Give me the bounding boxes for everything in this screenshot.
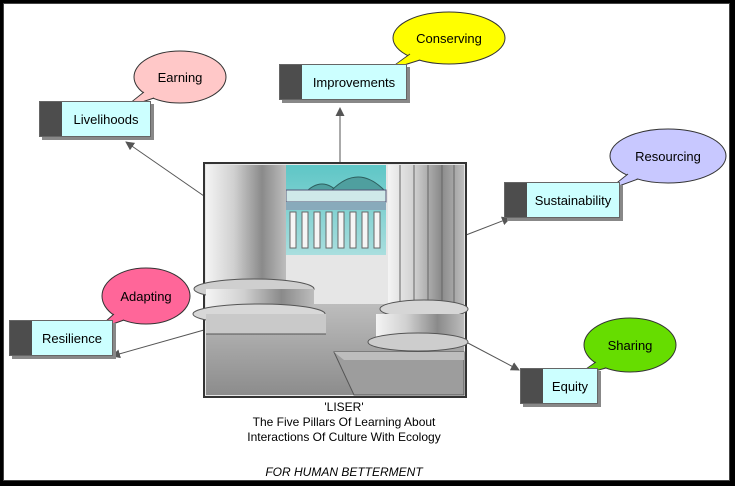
node-label: Improvements (312, 74, 396, 90)
bubble-conserving: Conserving (387, 11, 506, 71)
diagram-canvas: Earning Conserving Resourcing Adapting S… (3, 3, 730, 481)
arrow-to-resilience (111, 329, 205, 359)
node-label: Equity (551, 378, 589, 394)
bubble-earning-text: Earning (158, 70, 203, 85)
caption-title: 'LISER' (324, 400, 364, 414)
arrow-to-equity (465, 341, 520, 371)
bubble-earning: Earning (123, 50, 227, 109)
caption-line-2: The Five Pillars Of Learning About (252, 415, 436, 429)
node-label: Sustainability (534, 192, 612, 208)
arrow-to-sustainability (465, 216, 511, 236)
bubble-conserving-text: Conserving (416, 31, 482, 46)
bubble-adapting-text: Adapting (120, 289, 171, 304)
node-resilience: Resilience (9, 320, 113, 356)
node-equity: Equity (520, 368, 598, 404)
node-label: Livelihoods (73, 111, 139, 127)
node-tab (10, 321, 32, 355)
node-label: Resilience (42, 330, 102, 346)
node-tab (40, 102, 62, 136)
bubble-resourcing: Resourcing (607, 128, 727, 191)
node-tab (280, 65, 302, 99)
footer-tagline: FOR HUMAN BETTERMENT (265, 465, 423, 479)
diagram-graphics: Earning Conserving Resourcing Adapting S… (95, 11, 727, 398)
node-improvements: Improvements (279, 64, 407, 100)
node-sustainability: Sustainability (504, 182, 620, 218)
caption-line-3: Interactions Of Culture With Ecology (247, 430, 441, 444)
bubble-sharing-text: Sharing (608, 338, 653, 353)
node-tab (505, 183, 527, 217)
pillars-illustration (192, 162, 469, 398)
node-tab (521, 369, 543, 403)
bubble-resourcing-text: Resourcing (635, 149, 701, 164)
node-livelihoods: Livelihoods (39, 101, 151, 137)
arrow-to-livelihoods (125, 141, 205, 197)
